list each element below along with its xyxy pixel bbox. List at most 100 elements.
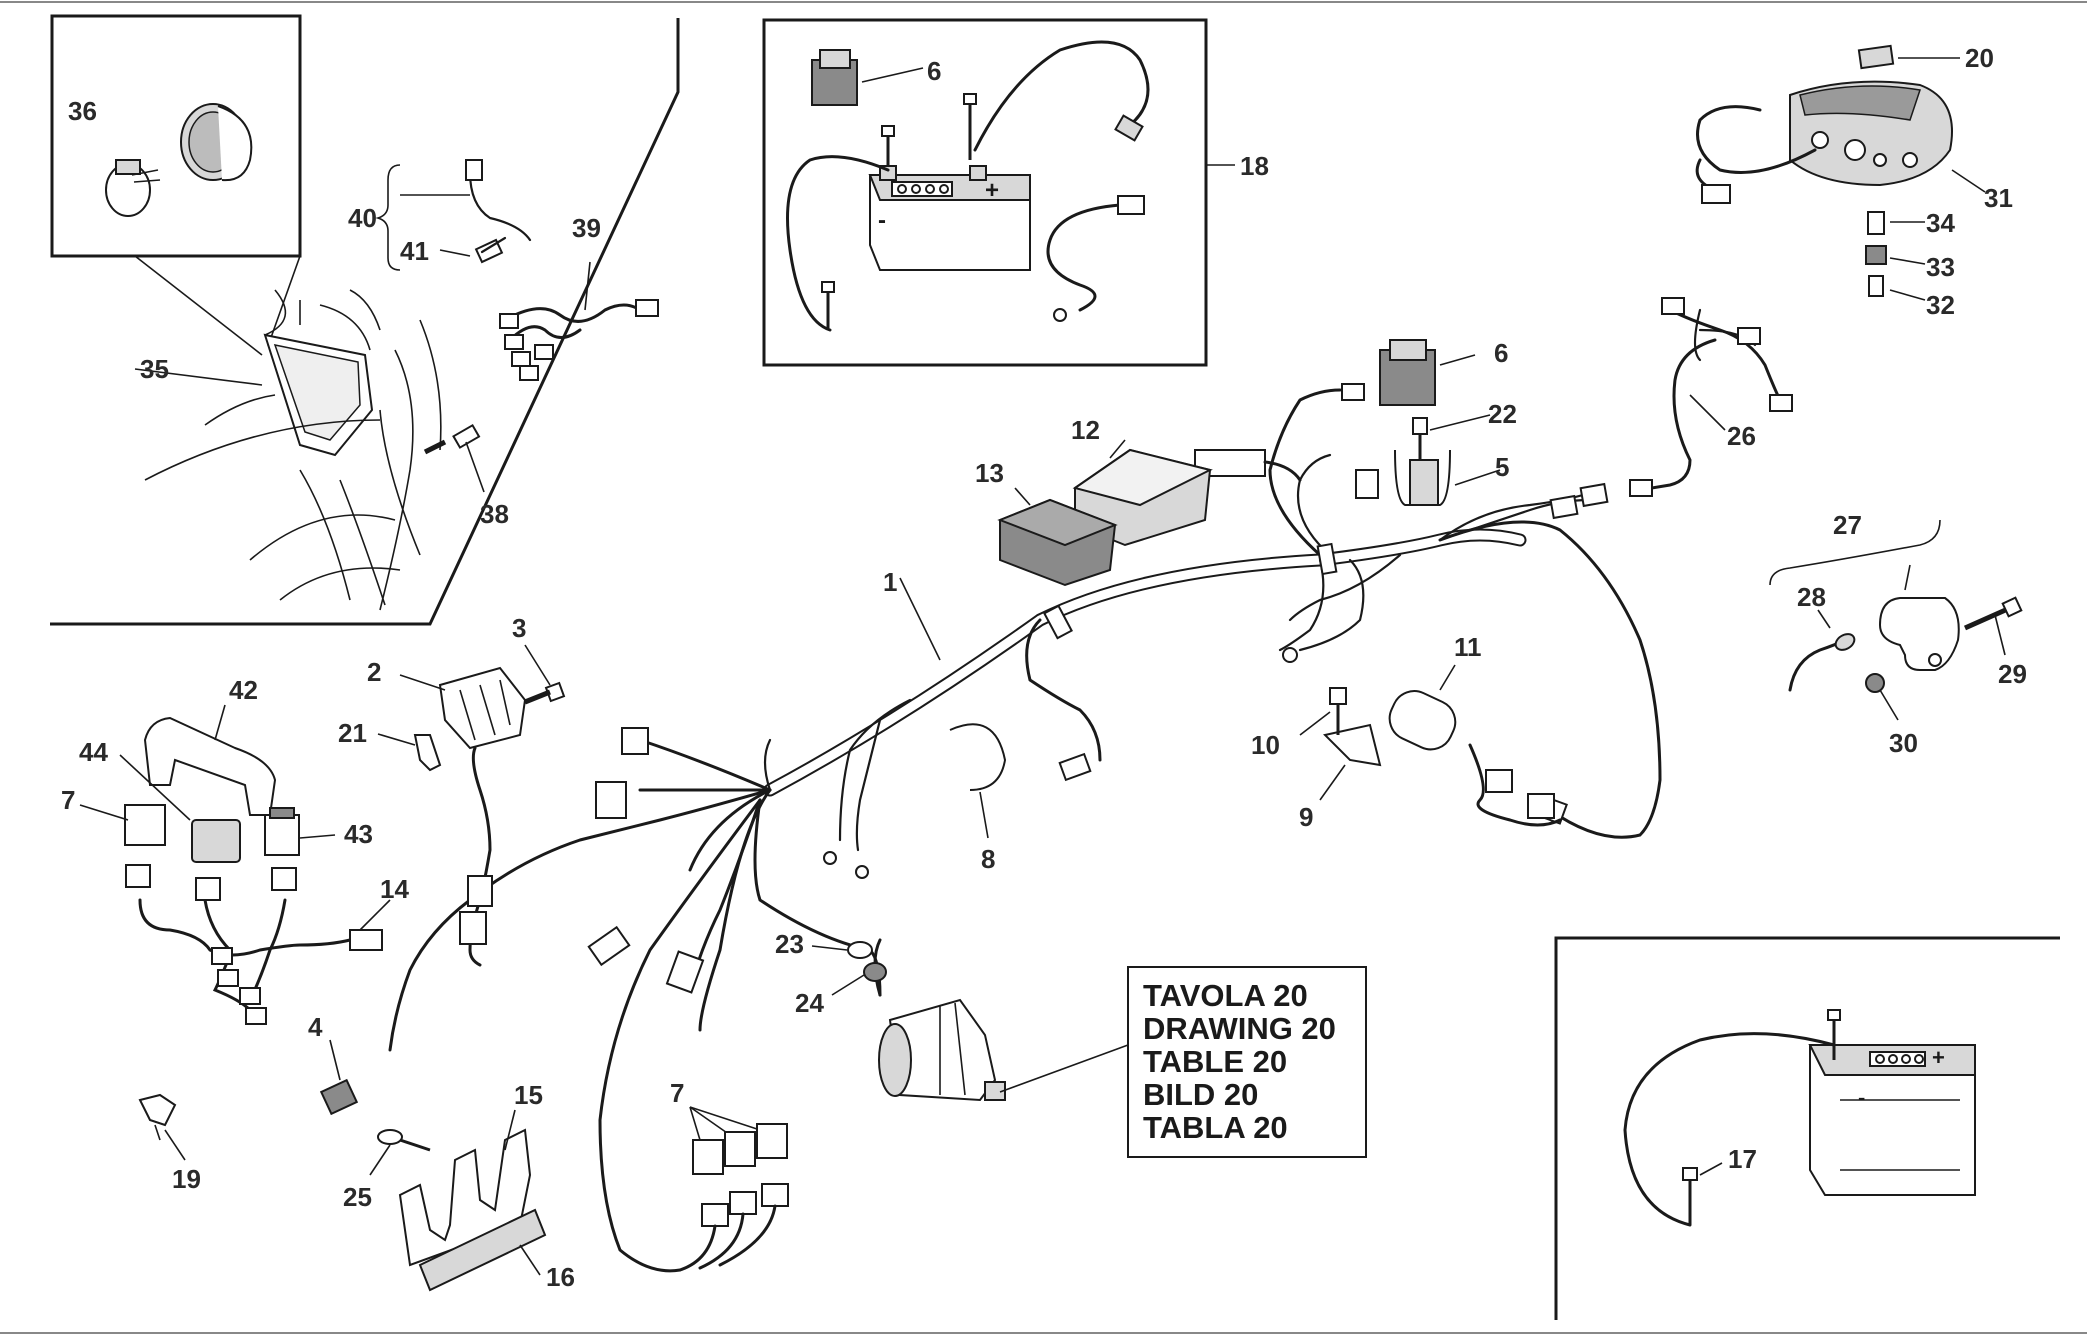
svg-text:-: -: [1858, 1085, 1865, 1110]
lamp-socket-41: [439, 236, 507, 264]
svg-text:-: -: [878, 207, 886, 234]
relay-group-7-bottom: [678, 1106, 789, 1272]
battery-part: + -: [868, 165, 1031, 271]
battery-box-18: + -: [762, 18, 1235, 367]
screw-part-3: [524, 644, 566, 705]
connector-a: [621, 727, 649, 755]
reference-line-2: DRAWING 20: [1143, 1011, 1336, 1046]
bracket-part-42: [143, 704, 277, 816]
battery-part-inset: + -: [1808, 1044, 1976, 1196]
battery-inset-border: [1554, 936, 2060, 1320]
connector-e: [1058, 752, 1092, 782]
label-10: 10: [1251, 730, 1280, 760]
screw-part-22: [1412, 414, 1491, 460]
harness-part-39: [499, 261, 659, 381]
label-5: 5: [1495, 452, 1509, 482]
bulb-part-36: [105, 159, 161, 217]
starter-motor: [873, 938, 1129, 1102]
relay-group-left: [79, 704, 391, 1025]
bulb-cap-part: [180, 103, 253, 182]
part-labels: 1 2 3 4 5 6 6 7 7 8 9 10 11 12 13 14 15 …: [61, 43, 2027, 1292]
ecu-part-13: [997, 487, 1118, 587]
label-24: 24: [795, 988, 824, 1018]
rivet-part-25: [369, 1129, 431, 1176]
ecu-part-12: [1072, 439, 1213, 547]
dashboard-group: [1695, 44, 1986, 301]
label-9: 9: [1299, 802, 1313, 832]
label-7-bottom: 7: [670, 1078, 684, 1108]
screw-part-32: [1868, 275, 1926, 301]
harness-part-26: [1629, 297, 1793, 497]
screw-part-10: [1299, 687, 1347, 736]
label-44: 44: [79, 737, 108, 767]
decal-part-20: [1857, 44, 1960, 70]
screw-part-29: [1963, 596, 2023, 656]
label-42: 42: [229, 675, 258, 705]
label-17: 17: [1728, 1144, 1757, 1174]
label-20: 20: [1965, 43, 1994, 73]
connector-part-4: [319, 1039, 359, 1116]
relay-part-43: [264, 807, 336, 856]
label-41: 41: [400, 236, 429, 266]
label-43: 43: [344, 819, 373, 849]
label-8: 8: [981, 844, 995, 874]
connector-part-5b: [1355, 469, 1379, 499]
label-15: 15: [514, 1080, 543, 1110]
label-40: 40: [348, 203, 377, 233]
screw-part-38: [423, 423, 485, 493]
reference-line-3: TABLE 20: [1143, 1044, 1287, 1079]
label-39: 39: [572, 213, 601, 243]
label-31: 31: [1984, 183, 2013, 213]
label-34: 34: [1926, 208, 1955, 238]
connector-c: [587, 925, 631, 967]
relay-part-6-battery: [811, 49, 924, 106]
label-18: 18: [1240, 151, 1269, 181]
harness-connectors: [587, 383, 1609, 994]
svg-text:+: +: [985, 177, 999, 204]
main-harness-1: [388, 388, 1662, 1273]
nut-part-30: [1865, 673, 1899, 721]
instrument-panel-31: [1789, 80, 1953, 187]
coil-part-11: [1388, 664, 1562, 827]
label-6: 6: [1494, 338, 1508, 368]
label-14: 14: [380, 874, 409, 904]
spacer-part-34: [1867, 211, 1925, 235]
reference-box-border: [1127, 966, 1367, 1158]
headlight-fairing-35: [144, 289, 442, 611]
label-36: 36: [68, 96, 97, 126]
connector-d: [665, 950, 705, 994]
regulator-part-2: [399, 666, 527, 750]
label-2: 2: [367, 657, 381, 687]
relay-part-44: [119, 754, 241, 863]
svg-text:+: +: [1932, 1045, 1945, 1070]
label-35: 35: [140, 354, 169, 384]
bracket-part-9: [1319, 723, 1382, 801]
nut-part-24: [831, 962, 887, 996]
bulb-detail-box: [50, 14, 302, 258]
label-29: 29: [1998, 659, 2027, 689]
bracket-part-5: [1394, 449, 1501, 506]
headlight-inset: [50, 14, 680, 626]
connector-wire-40: [400, 159, 532, 242]
battery-inset-17: + -: [1554, 936, 2060, 1320]
clip-part-19: [138, 1093, 186, 1161]
relay-part-6: [1379, 339, 1476, 406]
label-38: 38: [480, 499, 509, 529]
battery-box-border: [762, 18, 1208, 367]
reference-box: TAVOLA 20 DRAWING 20 TABLE 20 BILD 20 TA…: [1127, 966, 1367, 1158]
bushing-part-33: [1865, 245, 1926, 265]
label-19: 19: [172, 1164, 201, 1194]
sensor-group-27: [1769, 519, 2023, 721]
label-25: 25: [343, 1182, 372, 1212]
label-27: 27: [1833, 510, 1862, 540]
sensor-part-27: [1878, 564, 1960, 671]
reference-line-5: TABLA 20: [1143, 1110, 1288, 1145]
reference-line-1: TAVOLA 20: [1143, 978, 1308, 1013]
clamp-part-8: [949, 723, 1007, 839]
label-16: 16: [546, 1262, 575, 1292]
label-7-left: 7: [61, 785, 75, 815]
label-4: 4: [308, 1012, 323, 1042]
label-6-battery: 6: [927, 56, 941, 86]
label-22: 22: [1488, 399, 1517, 429]
